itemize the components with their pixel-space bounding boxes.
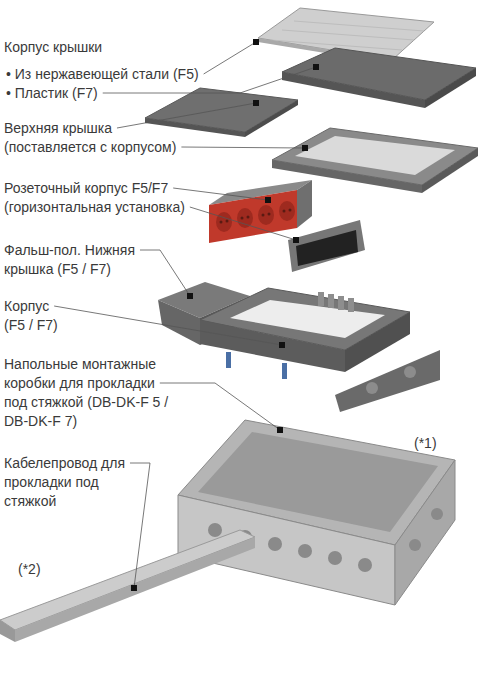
leader-dot	[253, 39, 259, 45]
leader-line	[54, 306, 282, 345]
leader-dot	[293, 237, 299, 243]
leader-line	[181, 147, 305, 148]
leader-line	[160, 383, 280, 430]
part-label: Верхняя крышка (поставляется с корпусом)	[4, 119, 194, 157]
leader-line	[173, 188, 268, 200]
leader-line	[190, 207, 296, 240]
part-label: Розеточный корпус F5/F7 (горизонтальная …	[4, 179, 204, 217]
leader-dot	[187, 293, 193, 299]
leader-line	[130, 463, 150, 588]
part-label: Напольные монтажные коробки для прокладк…	[4, 355, 176, 431]
leader-dot	[279, 342, 285, 348]
part-label: • Из нержавеющей стали (F5)	[6, 65, 236, 84]
leader-dot	[302, 145, 308, 151]
callout-number: (*1)	[414, 434, 464, 453]
leader-dot	[131, 585, 137, 591]
part-label: Кабелепровод для прокладки под стяжкой	[4, 454, 134, 511]
part-label: Фальш-пол. Нижняя крышка (F5 / F7)	[4, 241, 149, 279]
part-label: Корпус крышки	[4, 38, 204, 57]
leader-line	[140, 250, 190, 296]
leader-dot	[265, 197, 271, 203]
part-label: Корпус (F5 / F7)	[4, 297, 70, 335]
leader-line	[117, 103, 256, 128]
callout-number: (*2)	[18, 560, 68, 579]
leader-dot	[277, 427, 283, 433]
part-label: • Пластик (F7)	[6, 84, 206, 103]
leader-dot	[313, 64, 319, 70]
leader-line	[204, 42, 256, 74]
leader-dot	[253, 100, 259, 106]
